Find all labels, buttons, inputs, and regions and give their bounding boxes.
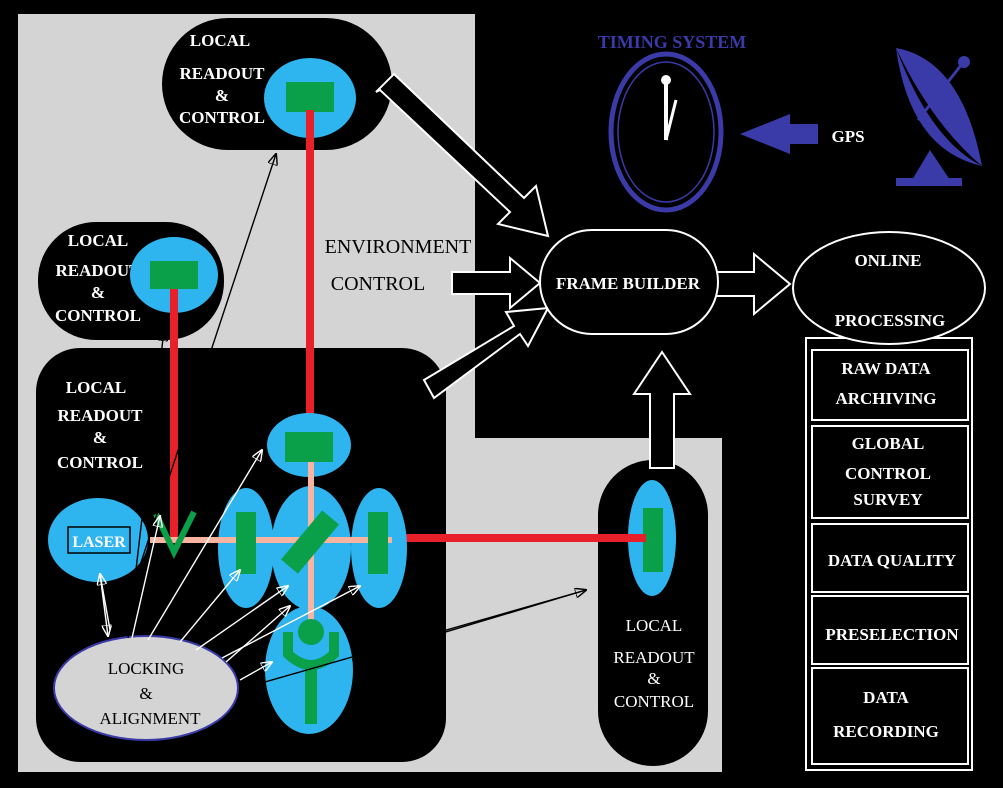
input-mirror [368, 512, 388, 574]
left-sensor-block [150, 261, 198, 289]
online-processing-node: ONLINE PROCESSING [792, 231, 986, 771]
arrow-environment [451, 255, 542, 311]
data-recording-label-1: DATA [863, 688, 909, 707]
frame-builder-label: FRAME BUILDER [556, 274, 701, 293]
power-recycling-mirror [236, 512, 256, 574]
main-beams [170, 110, 646, 542]
end-mirror-right [643, 508, 663, 572]
control-arrows [100, 154, 586, 688]
raw-data-archiving-label-1: RAW DATA [841, 359, 931, 378]
arrow-inner-box [422, 306, 550, 400]
left-local-readout-node: LOCAL READOUT & CONTROL [38, 222, 224, 340]
inner-local-label-3: & [93, 428, 107, 447]
top-local-label-1: LOCAL [190, 31, 250, 50]
optical-bench: LASER [48, 413, 407, 734]
right-local-readout-node: LOCAL READOUT & CONTROL [598, 460, 708, 766]
timing-system: TIMING SYSTEM [598, 32, 747, 213]
timing-system-label: TIMING SYSTEM [598, 32, 747, 52]
raw-data-archiving-label-2: ARCHIVING [835, 389, 936, 408]
beam-splitter [281, 510, 339, 574]
data-recording-label-2: RECORDING [833, 722, 939, 741]
top-local-label-4: CONTROL [179, 108, 265, 127]
laser-label: LASER [72, 534, 126, 551]
right-local-label-3: & [647, 669, 660, 688]
left-local-label-1: LOCAL [68, 231, 128, 250]
data-flow-arrows [375, 72, 792, 469]
preselection-label: PRESELECTION [825, 625, 959, 644]
locking-alignment-node: LOCKING & ALIGNMENT [53, 635, 239, 741]
laser-node [48, 498, 148, 582]
online-label-2: PROCESSING [835, 311, 946, 330]
left-local-label-4: CONTROL [55, 306, 141, 325]
right-local-label-4: CONTROL [614, 692, 694, 711]
top-local-readout-node: LOCAL READOUT & CONTROL [162, 18, 392, 150]
locking-label-2: & [139, 684, 152, 703]
right-local-label-1: LOCAL [626, 616, 683, 635]
inner-local-label-2: READOUT [57, 406, 143, 425]
global-control-survey-label-1: GLOBAL [852, 434, 925, 453]
inner-local-label-1: LOCAL [66, 378, 126, 397]
data-quality-label: DATA QUALITY [828, 551, 956, 570]
top-local-label-3: & [215, 86, 229, 105]
left-local-label-3: & [91, 283, 105, 302]
arrow-gps [740, 114, 818, 154]
clock-icon [608, 51, 724, 213]
environment-label-1: ENVIRONMENT [325, 236, 472, 258]
environment-label-2: CONTROL [331, 273, 425, 295]
top-local-label-2: READOUT [179, 64, 265, 83]
global-control-survey-label-3: SURVEY [853, 490, 922, 509]
arrow-to-online [715, 251, 792, 317]
locking-label-1: LOCKING [108, 659, 185, 678]
north-mirror [285, 432, 333, 462]
left-local-label-2: READOUT [55, 261, 141, 280]
environment-control: ENVIRONMENT CONTROL [325, 236, 472, 295]
right-local-label-2: READOUT [613, 648, 695, 667]
pipeline-stages: RAW DATA ARCHIVING GLOBAL CONTROL SURVEY… [811, 349, 969, 765]
frame-builder-node: FRAME BUILDER [539, 229, 719, 335]
gps-link: GPS [740, 114, 865, 154]
photodetector-icon [283, 632, 339, 670]
locking-label-3: ALIGNMENT [99, 709, 201, 728]
top-sensor-block [286, 82, 334, 112]
inner-local-label-4: CONTROL [57, 453, 143, 472]
arrow-right-readout [632, 350, 692, 469]
gps-label: GPS [831, 127, 864, 146]
arrow-top-readout [375, 72, 550, 238]
satellite-dish-icon [896, 48, 982, 186]
global-control-survey-label-2: CONTROL [845, 464, 931, 483]
online-label-1: ONLINE [854, 251, 921, 270]
